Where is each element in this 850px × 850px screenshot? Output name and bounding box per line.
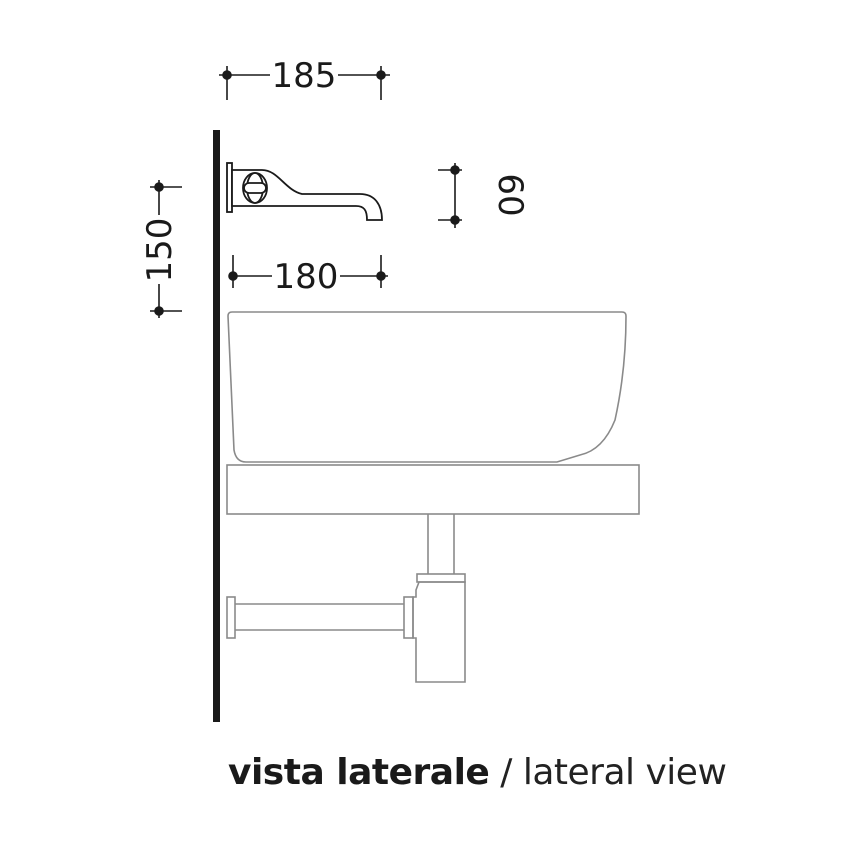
caption-english: lateral view [522,752,727,793]
bottle-trap [226,514,466,683]
dimension-label-185: 185 [272,56,337,96]
dimension-180 [228,255,388,288]
dimension-label-180: 180 [274,257,339,297]
basin [227,311,627,463]
dimension-label-150: 150 [140,218,180,283]
wall [213,130,220,722]
dimension-185 [219,66,390,100]
caption-separator: / [489,752,523,793]
countertop [226,464,640,515]
dimension-150 [150,180,182,318]
wall-spout [226,162,383,221]
caption: vista laterale / lateral view [228,752,727,793]
caption-italian: vista laterale [228,752,490,793]
dimension-60 [438,163,462,228]
dimension-label-60: 60 [490,173,530,216]
